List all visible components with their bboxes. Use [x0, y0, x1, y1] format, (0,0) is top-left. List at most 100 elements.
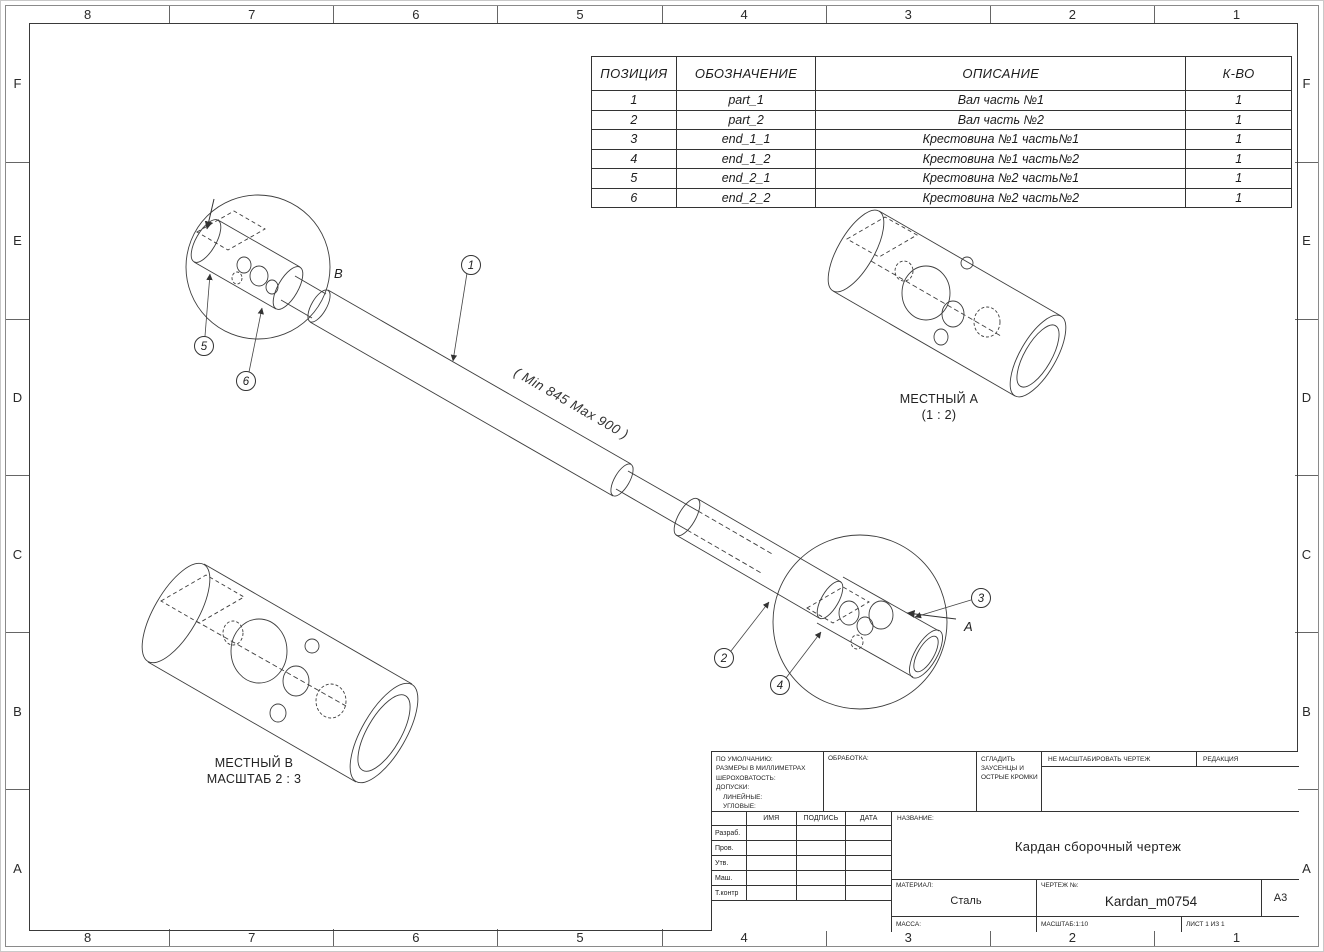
material-label: МАТЕРИАЛ: — [896, 882, 934, 889]
sheet-outer-border — [5, 5, 1319, 947]
col-header-position: ПОЗИЦИЯ — [592, 57, 677, 90]
material-value: Сталь — [950, 895, 982, 907]
signature-role: Разраб. — [712, 826, 747, 840]
zone-letter: D — [1295, 320, 1318, 477]
processing-label: ОБРАБОТКА: — [828, 755, 869, 762]
balloon-4: 4 — [770, 675, 790, 695]
mass-label: МАССА: — [896, 921, 921, 928]
detail-b-scale: МАСШТАБ 2 : 3 — [207, 772, 301, 786]
cell-position: 5 — [592, 169, 677, 188]
mass-cell: МАССА: — [892, 917, 1037, 932]
cell-position: 2 — [592, 110, 677, 129]
zone-number: 5 — [498, 929, 663, 946]
zone-number: 2 — [991, 6, 1155, 23]
svg-text:4: 4 — [777, 680, 783, 692]
signature-header-name: ИМЯ — [747, 812, 797, 825]
drawing-number: Kardan_m0754 — [1104, 893, 1198, 909]
signature-sign-cell — [797, 826, 847, 840]
signature-sign-cell — [797, 871, 847, 885]
parts-table-header: ПОЗИЦИЯ ОБОЗНАЧЕНИЕ ОПИСАНИЕ К-ВО — [592, 57, 1291, 90]
cell-description: Крестовина №1 часть№1 — [816, 130, 1187, 149]
signature-row: Утв. — [712, 856, 891, 871]
material-cell: МАТЕРИАЛ: Сталь — [892, 880, 1037, 917]
signature-sign-cell — [797, 886, 847, 900]
drawing-name-cell: НАЗВАНИЕ: Кардан сборочный чертеж — [892, 812, 1299, 880]
cell-designation: end_1_2 — [677, 149, 817, 168]
signature-name-cell — [747, 886, 797, 900]
parts-table-row: 3 end_1_1 Крестовина №1 часть№1 1 — [592, 129, 1291, 149]
signature-sign-cell — [797, 856, 847, 870]
detail-view-b — [141, 562, 419, 784]
detail-a-scale: (1 : 2) — [922, 408, 957, 422]
detail-b-title: МЕСТНЫЙ В — [215, 755, 294, 770]
cell-designation: end_2_2 — [677, 188, 817, 207]
zone-letter: A — [13, 860, 22, 876]
signature-table: ИМЯ ПОДПИСЬ ДАТА Разраб. Пров. Утв. — [712, 812, 892, 932]
format-cell: А3 — [1262, 880, 1299, 917]
cell-description: Вал часть №2 — [816, 110, 1187, 129]
cell-designation: part_1 — [677, 91, 817, 110]
parts-table: ПОЗИЦИЯ ОБОЗНАЧЕНИЕ ОПИСАНИЕ К-ВО 1 part… — [591, 56, 1292, 208]
zone-number: 6 — [334, 929, 499, 946]
signature-header-blank — [712, 812, 747, 825]
zone-number: 2 — [991, 929, 1155, 946]
svg-text:5: 5 — [201, 341, 208, 353]
signature-role: Утв. — [712, 856, 747, 870]
defaults-notes: ПО УМОЛЧАНИЮ: РАЗМЕРЫ В МИЛЛИМЕТРАХ ШЕРО… — [712, 752, 824, 812]
cell-position: 3 — [592, 130, 677, 149]
format-value: А3 — [1273, 892, 1288, 904]
defaults-line: РАЗМЕРЫ В МИЛЛИМЕТРАХ — [716, 765, 806, 773]
balloon-2: 2 — [714, 648, 734, 668]
zone-letter: D — [6, 320, 29, 477]
zone-number: 1 — [1232, 7, 1241, 22]
cell-designation: part_2 — [677, 110, 817, 129]
drawing-number-cell: ЧЕРТЕЖ №: Kardan_m0754 — [1037, 880, 1262, 917]
parts-table-row: 4 end_1_2 Крестовина №1 часть№2 1 — [592, 148, 1291, 168]
cell-description: Крестовина №2 часть№2 — [816, 188, 1187, 207]
signature-header-row: ИМЯ ПОДПИСЬ ДАТА — [712, 812, 891, 826]
defaults-line: ШЕРОХОВАТОСТЬ: — [716, 774, 776, 782]
zone-letter: B — [1295, 633, 1318, 791]
zone-letter: C — [6, 476, 29, 634]
signature-sign-cell — [797, 841, 847, 855]
signature-date-cell — [846, 826, 891, 840]
signature-row: Пров. — [712, 841, 891, 856]
zone-letter: B — [6, 633, 29, 791]
balloon-leaders — [204, 272, 972, 679]
signature-date-cell — [846, 841, 891, 855]
signature-name-cell — [747, 871, 797, 885]
detail-boundary-circles — [185, 194, 948, 710]
defaults-line: ДОПУСКИ: — [716, 784, 750, 792]
zone-number: 3 — [827, 6, 991, 23]
cell-description: Вал часть №1 — [816, 91, 1187, 110]
zone-letter: E — [1295, 163, 1318, 320]
cell-qty: 1 — [1235, 171, 1243, 186]
svg-text:3: 3 — [978, 593, 985, 605]
cell-position: 1 — [592, 91, 677, 110]
parts-table-row: 6 end_2_2 Крестовина №2 часть№2 1 — [592, 187, 1291, 207]
cell-qty: 1 — [1235, 112, 1243, 127]
view-a-letter: A — [963, 619, 973, 634]
parts-table-row: 2 part_2 Вал часть №2 1 — [592, 109, 1291, 129]
signature-role: Т.контр — [712, 886, 747, 900]
zone-letter: E — [6, 163, 29, 320]
col-header-designation: ОБОЗНАЧЕНИЕ — [677, 57, 817, 90]
zone-letter: F — [1295, 6, 1318, 163]
cell-designation: end_1_1 — [677, 130, 817, 149]
balloon-6: 6 — [236, 371, 256, 391]
drawing-number-label: ЧЕРТЕЖ №: — [1041, 882, 1079, 889]
no-scale-note-cell: НЕ МАСШТАБИРОВАТЬ ЧЕРТЕЖ — [1042, 752, 1197, 767]
revision-empty-cell — [1042, 767, 1299, 812]
signature-date-cell — [846, 856, 891, 870]
parts-table-row: 1 part_1 Вал часть №1 1 — [592, 90, 1291, 110]
revision-label: РЕДАКЦИЯ — [1203, 755, 1239, 763]
zone-number: 5 — [498, 6, 663, 23]
revision-cell: РЕДАКЦИЯ — [1197, 752, 1299, 767]
cell-description: Крестовина №1 часть№2 — [816, 149, 1187, 168]
svg-text:6: 6 — [243, 376, 250, 388]
signature-role: Пров. — [712, 841, 747, 855]
signature-date-cell — [846, 871, 891, 885]
sheet-cell: ЛИСТ 1 ИЗ 1 — [1182, 917, 1299, 932]
signature-header-signature: ПОДПИСЬ — [797, 812, 847, 825]
